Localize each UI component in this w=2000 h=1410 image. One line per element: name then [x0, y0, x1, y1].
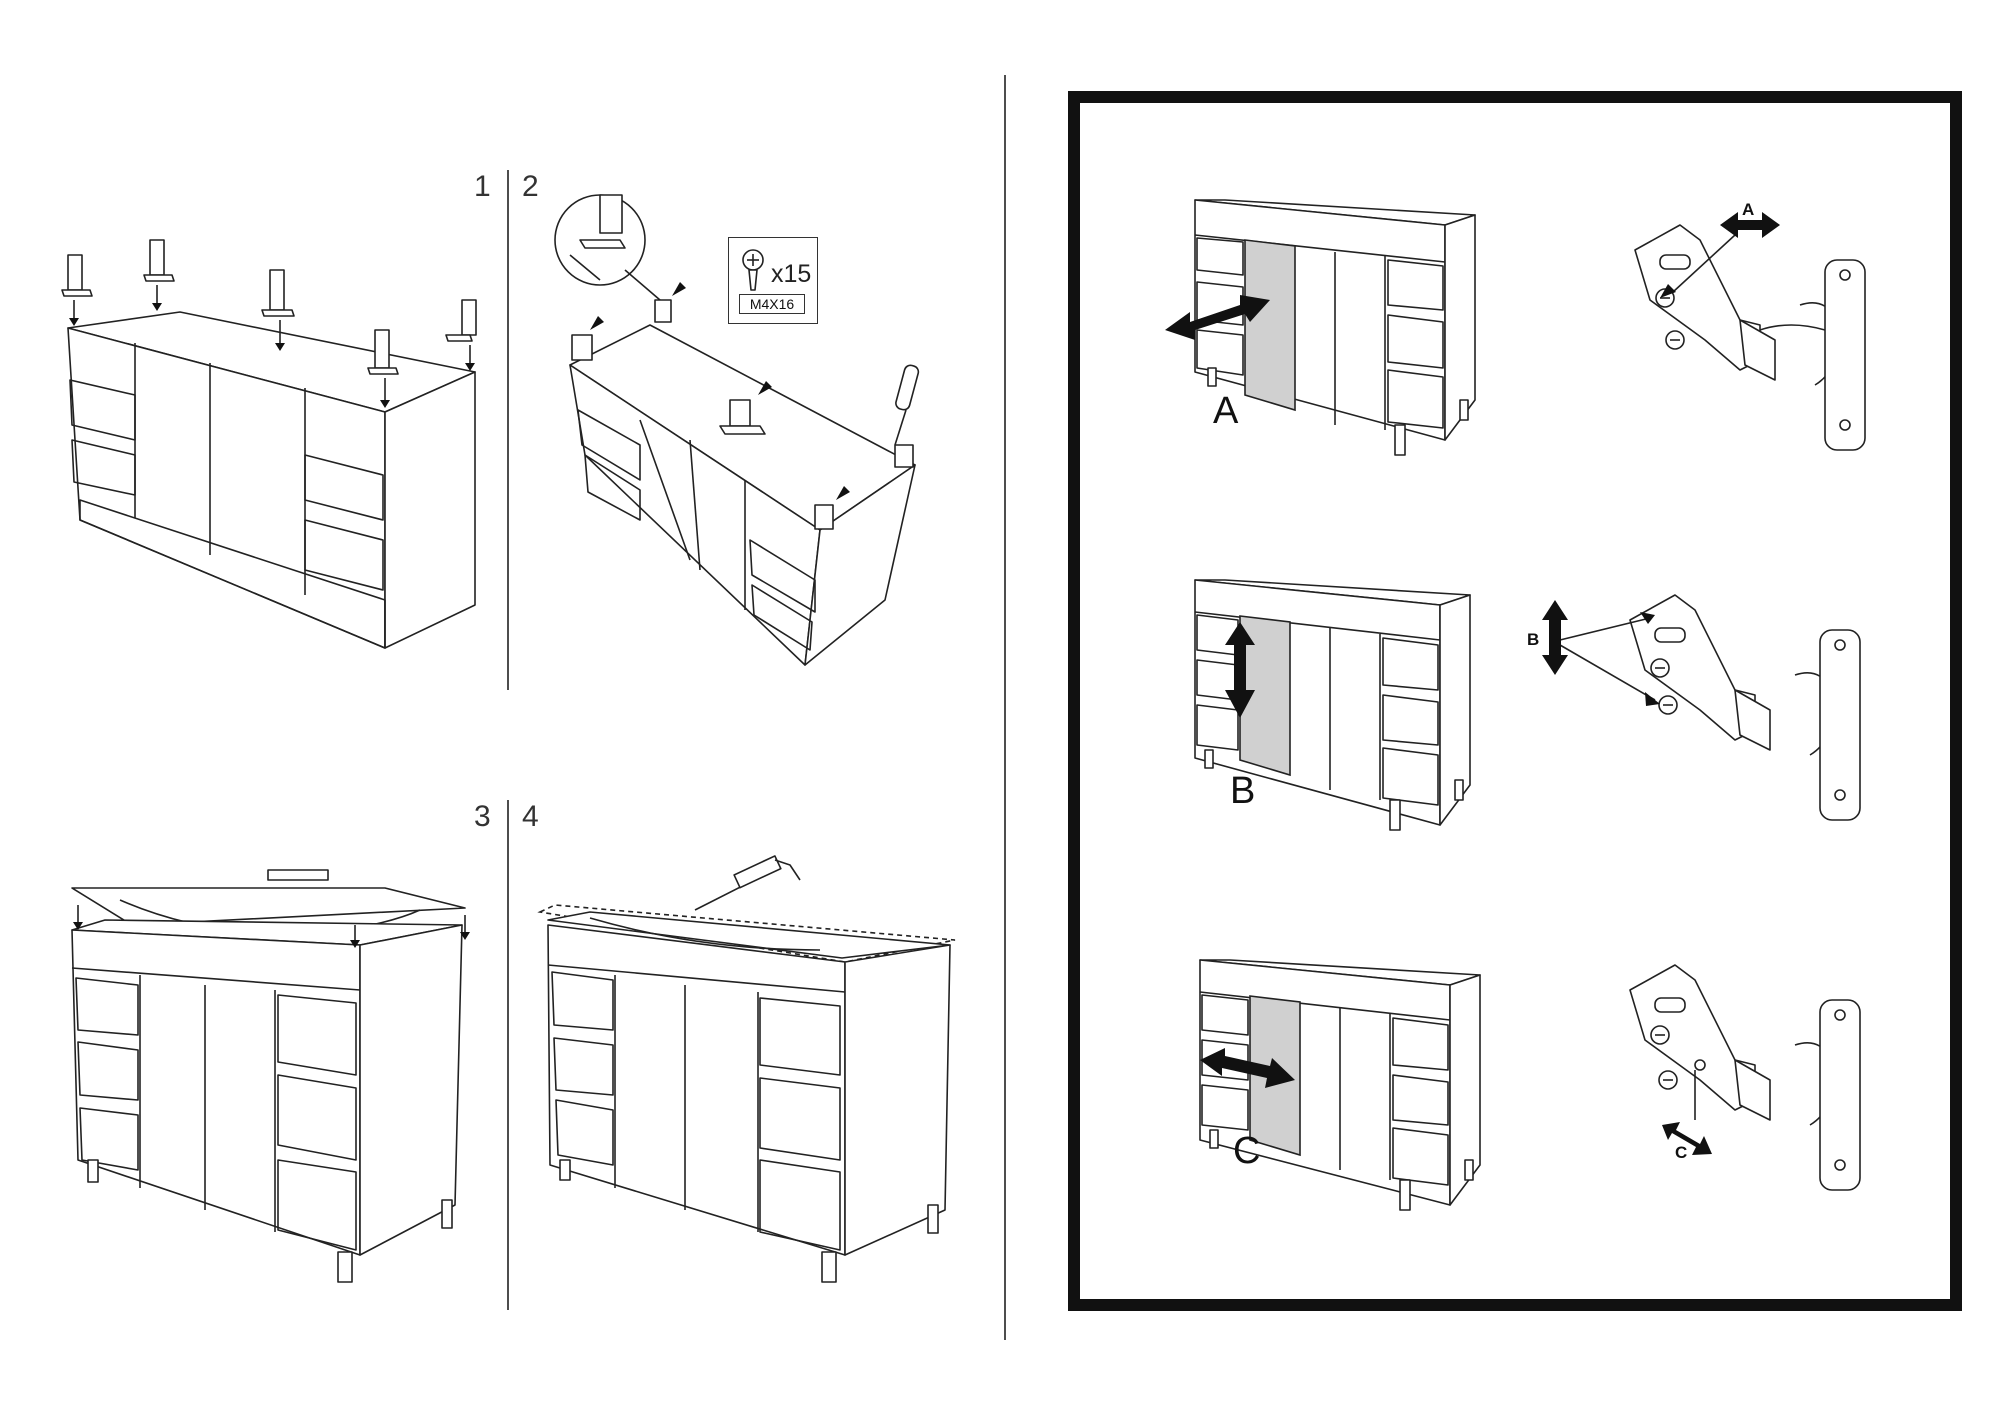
step-number-2: 2 [522, 170, 539, 203]
step-number-4: 4 [522, 800, 539, 833]
hardware-box: x15 M4X16 [728, 237, 818, 324]
hinge-label-c: C [1675, 1143, 1688, 1162]
hinge-label-a: A [1742, 200, 1755, 219]
cabinet-side [359, 924, 463, 1256]
basin [71, 887, 466, 926]
screw-icon [742, 249, 764, 291]
adjust-label-c: C [1233, 1130, 1261, 1172]
door-highlight [1244, 239, 1296, 412]
hardware-quantity: x15 [771, 260, 812, 288]
step-number-1: 1 [474, 170, 491, 203]
arrow-depth-icon [1662, 1122, 1712, 1155]
adjust-label-b: B [1230, 770, 1256, 812]
mirror-lamp [267, 869, 329, 881]
step-number-3: 3 [474, 800, 491, 833]
cabinet-side [844, 944, 951, 1256]
arrow-depth-icon [1200, 1048, 1295, 1088]
hinge-label-b: B [1527, 630, 1540, 649]
adjustment-frame [1068, 91, 1962, 1311]
hardware-size-label: M4X16 [739, 294, 805, 314]
cabinet-side [384, 371, 476, 649]
leg-icon [61, 239, 477, 375]
arrow-vertical-icon [1542, 600, 1568, 675]
arrow-vertical-icon [1225, 622, 1255, 718]
arrow-horizontal-icon [1720, 212, 1780, 238]
arrow-horizontal-icon [1165, 295, 1270, 340]
adjust-label-a: A [1213, 390, 1239, 432]
